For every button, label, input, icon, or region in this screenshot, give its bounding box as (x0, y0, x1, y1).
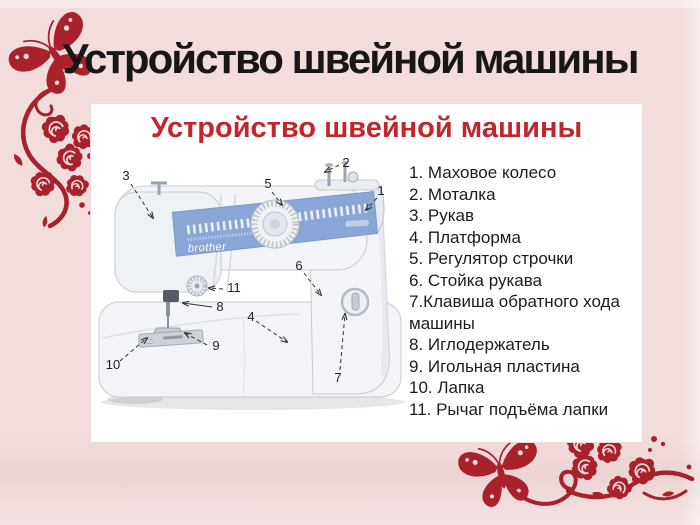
callout-number-1: 1 (377, 183, 384, 198)
parts-list-item: 6. Стойка рукава (409, 270, 543, 290)
model-label (345, 219, 370, 227)
parts-list: 1. Маховое колесо 2. Моталка 3. Рукав 4.… (409, 162, 621, 420)
parts-list-item: 11. Рычаг подъёма лапки (409, 399, 609, 419)
spool-base (314, 179, 380, 191)
callout-number-5: 5 (264, 176, 271, 191)
slide-edge-highlight-top (0, 0, 700, 8)
machine-figure: brother (93, 152, 415, 444)
footer-shading (0, 435, 700, 525)
callout-number-6: 6 (295, 258, 302, 273)
brand-label: brother (188, 241, 228, 255)
stitch-selector-dial (250, 199, 300, 249)
parts-list-item: 1. Маховое колесо (409, 163, 557, 182)
pillar-shading (378, 221, 389, 377)
callout-number-3: 3 (122, 168, 129, 183)
parts-list-item: 8. Иглодержатель (409, 335, 550, 354)
callout-number-2: 2 (342, 155, 349, 170)
floral-swirl-icon (11, 87, 102, 229)
parts-list-item: 4. Платформа (409, 227, 521, 247)
parts-list-item: 9. Игольная пластина (409, 356, 580, 376)
sewing-machine-illustration: brother (98, 155, 405, 410)
stitch-pattern-icons (186, 217, 262, 235)
machine-shadow (101, 394, 405, 410)
base-edge-line (102, 313, 300, 339)
panel-title: Устройство швейной машины (150, 112, 583, 144)
reverse-stitch-key (340, 287, 370, 317)
callout-arrows (119, 164, 378, 371)
spool-pin-cap (325, 163, 333, 167)
tension-dial (186, 275, 208, 297)
base-seam-line (242, 316, 246, 396)
parts-list-item: 3. Рукав (409, 206, 475, 225)
content-panel: Устройство швейной машины (90, 103, 643, 443)
parts-list-item: 2. Моталка (409, 184, 496, 204)
callout-number-10: 10 (106, 357, 120, 372)
parts-list-item: 5. Регулятор строчки (409, 249, 574, 268)
slide-title: Устройство швейной машины (62, 35, 640, 82)
callout-number-9: 9 (212, 338, 219, 353)
stitch-pattern-icons (187, 231, 260, 242)
bobbin-winder-cap (341, 161, 349, 165)
slide-edge-highlight-right (680, 0, 700, 525)
callout-number-7: 7 (334, 370, 341, 385)
callout-number-4: 4 (247, 309, 254, 324)
thread-guide (151, 181, 167, 195)
parts-list-item: 10. Лапка (409, 378, 485, 397)
callout-number-11: 11 (227, 280, 241, 295)
parts-list-item: 7.Клавиша обратного хода машины (409, 292, 620, 333)
bobbin-winder-wheel (347, 171, 359, 183)
callout-number-8: 8 (216, 299, 223, 314)
